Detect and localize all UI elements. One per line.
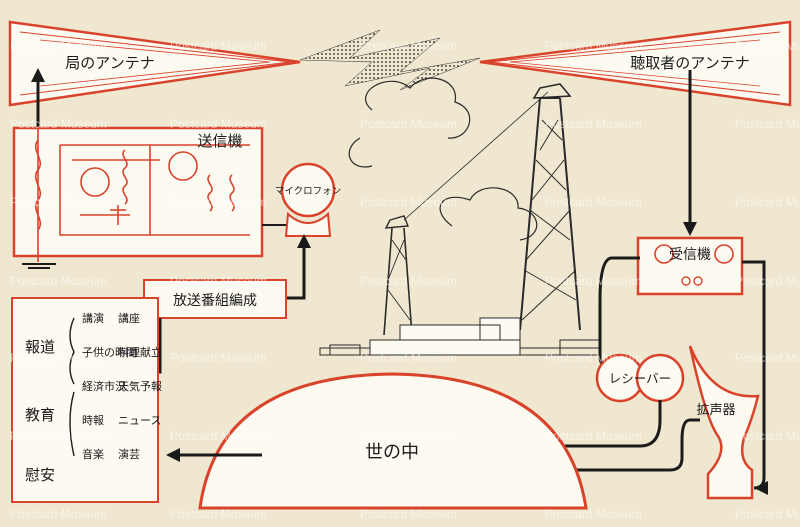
tower-scene — [319, 77, 601, 356]
program-line: 経済市況 — [82, 379, 126, 393]
microphone: マイクロフォン — [262, 162, 341, 237]
program-line: 時報 — [82, 414, 104, 427]
watermark-text: Postcard Museum — [170, 507, 267, 521]
program-line: 演芸 — [118, 447, 140, 461]
watermark-text: Postcard Museum — [545, 274, 642, 288]
receive-antenna-label: 聴取者のアンテナ — [630, 54, 749, 72]
watermark-text: Postcard Museum — [545, 507, 642, 521]
watermark-text: Postcard Museum — [10, 351, 107, 365]
program-line: 講座 — [118, 311, 140, 325]
receiver-headphones: レシーバー — [595, 353, 685, 403]
program-box: 放送番組編成 — [143, 279, 287, 319]
program-box-label: 放送番組編成 — [173, 293, 257, 309]
watermark-text: Postcard Museum — [10, 274, 107, 288]
watermark-text: Postcard Museum — [545, 117, 642, 131]
watermark-text: Postcard Museum — [360, 274, 457, 288]
watermark-text: Postcard Museum — [545, 39, 642, 53]
receive-antenna-horn — [479, 20, 792, 107]
watermark-text: Postcard Museum — [360, 507, 457, 521]
category-comfort: 慰安 — [25, 466, 55, 484]
watermark-text: Postcard Museum — [360, 351, 457, 365]
watermark-text: Postcard Museum — [10, 429, 107, 443]
watermark-text: Postcard Museum — [10, 117, 107, 131]
transmit-antenna-horn — [8, 20, 301, 107]
watermark-text: Postcard Museum — [170, 39, 267, 53]
watermark-text: Postcard Museum — [545, 351, 642, 365]
program-line: ニュース — [118, 414, 161, 427]
watermark-text: Postcard Museum — [170, 274, 267, 288]
program-line: 音楽 — [82, 447, 104, 461]
watermark-text: Postcard Museum — [735, 39, 800, 53]
watermark-text: Postcard Museum — [170, 117, 267, 131]
loudspeaker: 拡声器 — [688, 345, 760, 500]
watermark-text: Postcard Museum — [735, 117, 800, 131]
program-line: 講演 — [82, 311, 104, 325]
watermark-text: Postcard Museum — [735, 351, 800, 365]
world-label: 世の中 — [365, 442, 419, 463]
radio-wave-lightning — [299, 29, 481, 91]
program-line: 料理献立 — [118, 345, 162, 359]
watermark-text: Postcard Museum — [545, 429, 642, 443]
watermark-text: Postcard Museum — [360, 39, 457, 53]
program-lines: 講演講座子供の時間料理献立経済市況天気予報時報 ニュース音楽演芸 — [82, 311, 162, 461]
program-list-panel: 報道 教育 慰安 講演講座子供の時間料理献立経済市況天気予報時報 ニュース音楽演芸 — [11, 297, 162, 503]
watermark-text: Postcard Museum — [735, 195, 800, 209]
watermark-text: Postcard Museum — [545, 195, 642, 209]
watermark-text: Postcard Museum — [735, 429, 800, 443]
receiver-headphones-label: レシーバー — [609, 371, 671, 386]
watermark-text: Postcard Museum — [735, 507, 800, 521]
microphone-label: マイクロフォン — [275, 186, 341, 197]
watermark-text: Postcard Museum — [735, 274, 800, 288]
category-education: 教育 — [25, 406, 55, 424]
program-line: 子供の時間 — [82, 345, 137, 359]
loudspeaker-label: 拡声器 — [696, 403, 735, 418]
program-line: 天気予報 — [118, 379, 162, 393]
watermark-text: Postcard Museum — [360, 429, 457, 443]
watermark-text: Postcard Museum — [360, 195, 457, 209]
watermark-text: Postcard Museum — [170, 195, 267, 209]
watermark-text: Postcard Museum — [170, 351, 267, 365]
watermark-text: Postcard Museum — [10, 39, 107, 53]
watermark-text: Postcard Museum — [170, 429, 267, 443]
category-news: 報道 — [25, 338, 55, 356]
watermark-text: Postcard Museum — [360, 117, 457, 131]
transmit-antenna-label: 局のアンテナ — [65, 54, 154, 72]
watermark-text: Postcard Museum — [10, 507, 107, 521]
watermark-text: Postcard Museum — [10, 195, 107, 209]
receiver-box: 受信機 — [636, 236, 744, 296]
receiver-label: 受信機 — [669, 247, 711, 263]
world-dome: 世の中 — [198, 372, 588, 510]
transmitter-panel: 送信機 — [12, 126, 264, 262]
transmitter-label: 送信機 — [197, 132, 242, 150]
